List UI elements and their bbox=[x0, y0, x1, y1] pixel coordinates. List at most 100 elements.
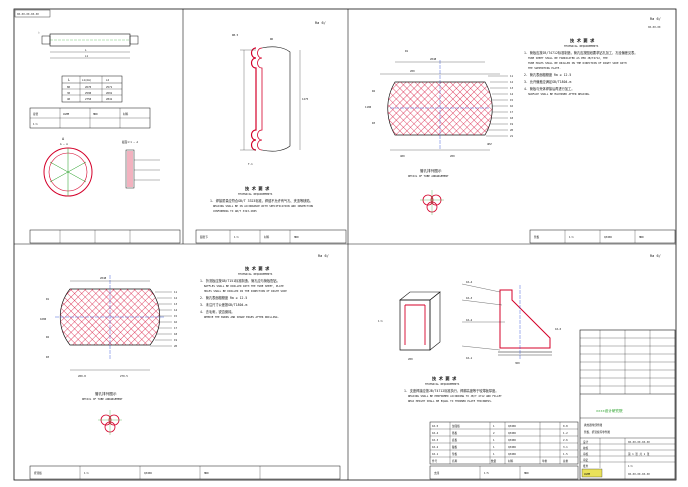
svg-text:筋板: 筋板 bbox=[452, 431, 458, 435]
svg-text:REMOVE THE BURRS AND SHARP EDG: REMOVE THE BURRS AND SHARP EDGES AFTER D… bbox=[204, 315, 279, 319]
svg-text:材料: 材料 bbox=[123, 112, 129, 116]
svg-text:2670: 2670 bbox=[85, 85, 92, 89]
tr-detail-label: 管孔排列图示 bbox=[420, 168, 442, 173]
svg-text:Q345R: Q345R bbox=[144, 471, 152, 475]
svg-text:接管: 接管 bbox=[33, 112, 39, 116]
svg-text:Q345R: Q345R bbox=[508, 452, 516, 456]
svg-text:2: 2 bbox=[493, 431, 495, 435]
corner-label-left: XX-XX-XX-XX-XX bbox=[17, 12, 39, 16]
svg-text:WELDING SHALL BE IN ACCORDANCE: WELDING SHALL BE IN ACCORDANCE WITH SPEC… bbox=[213, 204, 313, 208]
svg-text:HRD: HRD bbox=[204, 471, 209, 475]
tr-callouts: 11 12 13 14 15 16 17 18 19 20 21 bbox=[486, 74, 514, 138]
dim-1275: 1275 bbox=[302, 97, 309, 101]
svg-text:40: 40 bbox=[67, 97, 71, 101]
svg-text:19: 19 bbox=[174, 338, 178, 342]
svg-text:0.8: 0.8 bbox=[563, 424, 568, 428]
svg-text:1. 折流板应按GB/T151标准制造，管孔应与管板配钻。: 1. 折流板应按GB/T151标准制造，管孔应与管板配钻。 bbox=[200, 278, 280, 283]
svg-text:21: 21 bbox=[510, 134, 514, 138]
svg-text:L: L bbox=[85, 48, 87, 52]
svg-text:4. 去毛刺，锐边倒钝。: 4. 去毛刺，锐边倒钝。 bbox=[200, 309, 234, 314]
svg-text:11: 11 bbox=[174, 290, 178, 294]
bl-detail-sub: DETAIL OF TUBE ARRANGEMENT bbox=[82, 397, 123, 401]
bl-dim-2: 200.8 bbox=[78, 374, 86, 378]
table-header-2: L2 bbox=[106, 78, 110, 82]
svg-text:1:1: 1:1 bbox=[378, 319, 383, 323]
bl-callouts: 11 12 13 14 15 16 17 18 19 20 bbox=[150, 290, 178, 348]
svg-text:13: 13 bbox=[510, 86, 514, 90]
section-detail-label: 截面1:1 — A bbox=[122, 140, 139, 144]
tc-notes-title: 技 术 要 求 bbox=[245, 185, 270, 192]
table-header-0: L bbox=[68, 78, 70, 82]
svg-text:19: 19 bbox=[510, 122, 514, 126]
tr-detail-sub: DETAIL OF TUBE ARRANGEMENT bbox=[408, 174, 449, 178]
svg-text:1.5: 1.5 bbox=[563, 452, 568, 456]
tube-length-table: L L1(mm) L2 80 2670 2571 30 2590 2691 40… bbox=[61, 75, 123, 103]
svg-text:15: 15 bbox=[510, 98, 514, 102]
br-callouts: 10—4 10—3 10—2 10—1 10—5 bbox=[461, 280, 562, 360]
svg-text:审核: 审核 bbox=[583, 452, 589, 456]
dim-t1: T-1 bbox=[248, 162, 253, 166]
svg-text:17: 17 bbox=[510, 110, 514, 114]
svg-text:1. 焊接质量应符合GB/T 3323标准，焊缝不允许有气孔: 1. 焊接质量应符合GB/T 3323标准，焊缝不允许有气孔、夹渣等缺陷。 bbox=[210, 198, 313, 203]
panel-top-left: L L1 △ L L1(mm) L2 80 2670 2571 30 2590 … bbox=[29, 31, 181, 244]
svg-text:折流板: 折流板 bbox=[34, 471, 42, 475]
svg-text:TUBE SHEET SHALL BE FABRICATED: TUBE SHEET SHALL BE FABRICATED AS PER JB… bbox=[528, 56, 608, 60]
bl-dim-6: R3 bbox=[46, 355, 50, 359]
svg-text:200: 200 bbox=[408, 357, 413, 361]
svg-text:Q345R: Q345R bbox=[508, 438, 516, 442]
svg-text:2. 管孔表面粗糙度 Ra ≤ 12.5: 2. 管孔表面粗糙度 Ra ≤ 12.5 bbox=[200, 295, 247, 300]
svg-text:2.6: 2.6 bbox=[563, 438, 568, 442]
svg-text:1:1: 1:1 bbox=[234, 235, 239, 239]
svg-text:10-3: 10-3 bbox=[432, 438, 439, 442]
svg-text:10-5: 10-5 bbox=[432, 424, 439, 428]
svg-text:10—5: 10—5 bbox=[555, 327, 562, 331]
bl-dim-3: 270.5 bbox=[120, 374, 128, 378]
tr-dim-4: R2 bbox=[372, 89, 376, 93]
drawing-scale: 1:1 bbox=[628, 464, 633, 468]
company-name: ××××设计研究院 bbox=[596, 408, 623, 413]
svg-text:件号: 件号 bbox=[432, 459, 438, 463]
bl-dim-1: 1680 bbox=[40, 317, 47, 321]
svg-text:16: 16 bbox=[510, 104, 514, 108]
tr-dim-2: 1180 bbox=[365, 105, 372, 109]
br-notes-sub: TECHNICAL REQUIREMENTS bbox=[425, 382, 460, 386]
dim-r85: R8.5 bbox=[232, 33, 239, 37]
svg-text:HRD: HRD bbox=[639, 235, 644, 239]
svg-text:1.2: 1.2 bbox=[563, 431, 568, 435]
svg-text:HRD: HRD bbox=[524, 471, 529, 475]
svg-text:XX-XX-XX-XX-XX: XX-XX-XX-XX-XX bbox=[628, 472, 650, 476]
panel-top-center: Ra 6/ R8.5 R6 1275 T-1 技 术 要 求 TECHNICAL… bbox=[195, 21, 347, 244]
svg-text:12: 12 bbox=[174, 296, 178, 300]
bl-dim-4: R1 bbox=[46, 297, 50, 301]
bl-dim-0: 2048 bbox=[100, 276, 107, 280]
svg-text:1: 1 bbox=[493, 445, 495, 449]
svg-text:14: 14 bbox=[174, 308, 178, 312]
svg-text:L1: L1 bbox=[85, 54, 89, 58]
svg-text:单重: 单重 bbox=[542, 459, 548, 463]
svg-text:名称: 名称 bbox=[452, 459, 458, 463]
svg-text:TUBE HOLES SHALL BE DRILLED ON: TUBE HOLES SHALL BE DRILLED ON THE DIREC… bbox=[528, 61, 627, 65]
svg-text:ASME: ASME bbox=[63, 112, 70, 116]
svg-text:1:5: 1:5 bbox=[484, 471, 489, 475]
svg-text:14: 14 bbox=[510, 92, 514, 96]
tr-notes-title: 技 术 要 求 bbox=[570, 37, 595, 44]
svg-text:HOLES SHALL BE DRILLED IN THE: HOLES SHALL BE DRILLED IN THE DIRECTION … bbox=[204, 289, 287, 293]
tr-dim-6: 4PZ bbox=[487, 142, 492, 146]
svg-text:18: 18 bbox=[174, 332, 178, 336]
svg-text:10-2: 10-2 bbox=[432, 445, 439, 449]
svg-text:膨胀节: 膨胀节 bbox=[200, 235, 208, 239]
bl-dim-5: R2 bbox=[46, 335, 50, 339]
svg-text:总重: 总重 bbox=[563, 459, 569, 463]
svg-text:10—3: 10—3 bbox=[466, 296, 473, 300]
section-aa-label: A — A bbox=[60, 142, 68, 146]
svg-text:80: 80 bbox=[67, 85, 71, 89]
svg-text:20: 20 bbox=[174, 344, 178, 348]
svg-text:数量: 数量 bbox=[491, 459, 497, 463]
tc-notes-sub: TECHNICAL REQUIREMENTS bbox=[238, 192, 273, 196]
svg-text:1: 1 bbox=[493, 452, 495, 456]
svg-text:360: 360 bbox=[515, 361, 520, 365]
support-side-view bbox=[499, 289, 551, 349]
tr-dim-3: R1 bbox=[405, 49, 409, 53]
svg-text:10—1: 10—1 bbox=[466, 356, 473, 360]
svg-text:1: 1 bbox=[493, 424, 495, 428]
